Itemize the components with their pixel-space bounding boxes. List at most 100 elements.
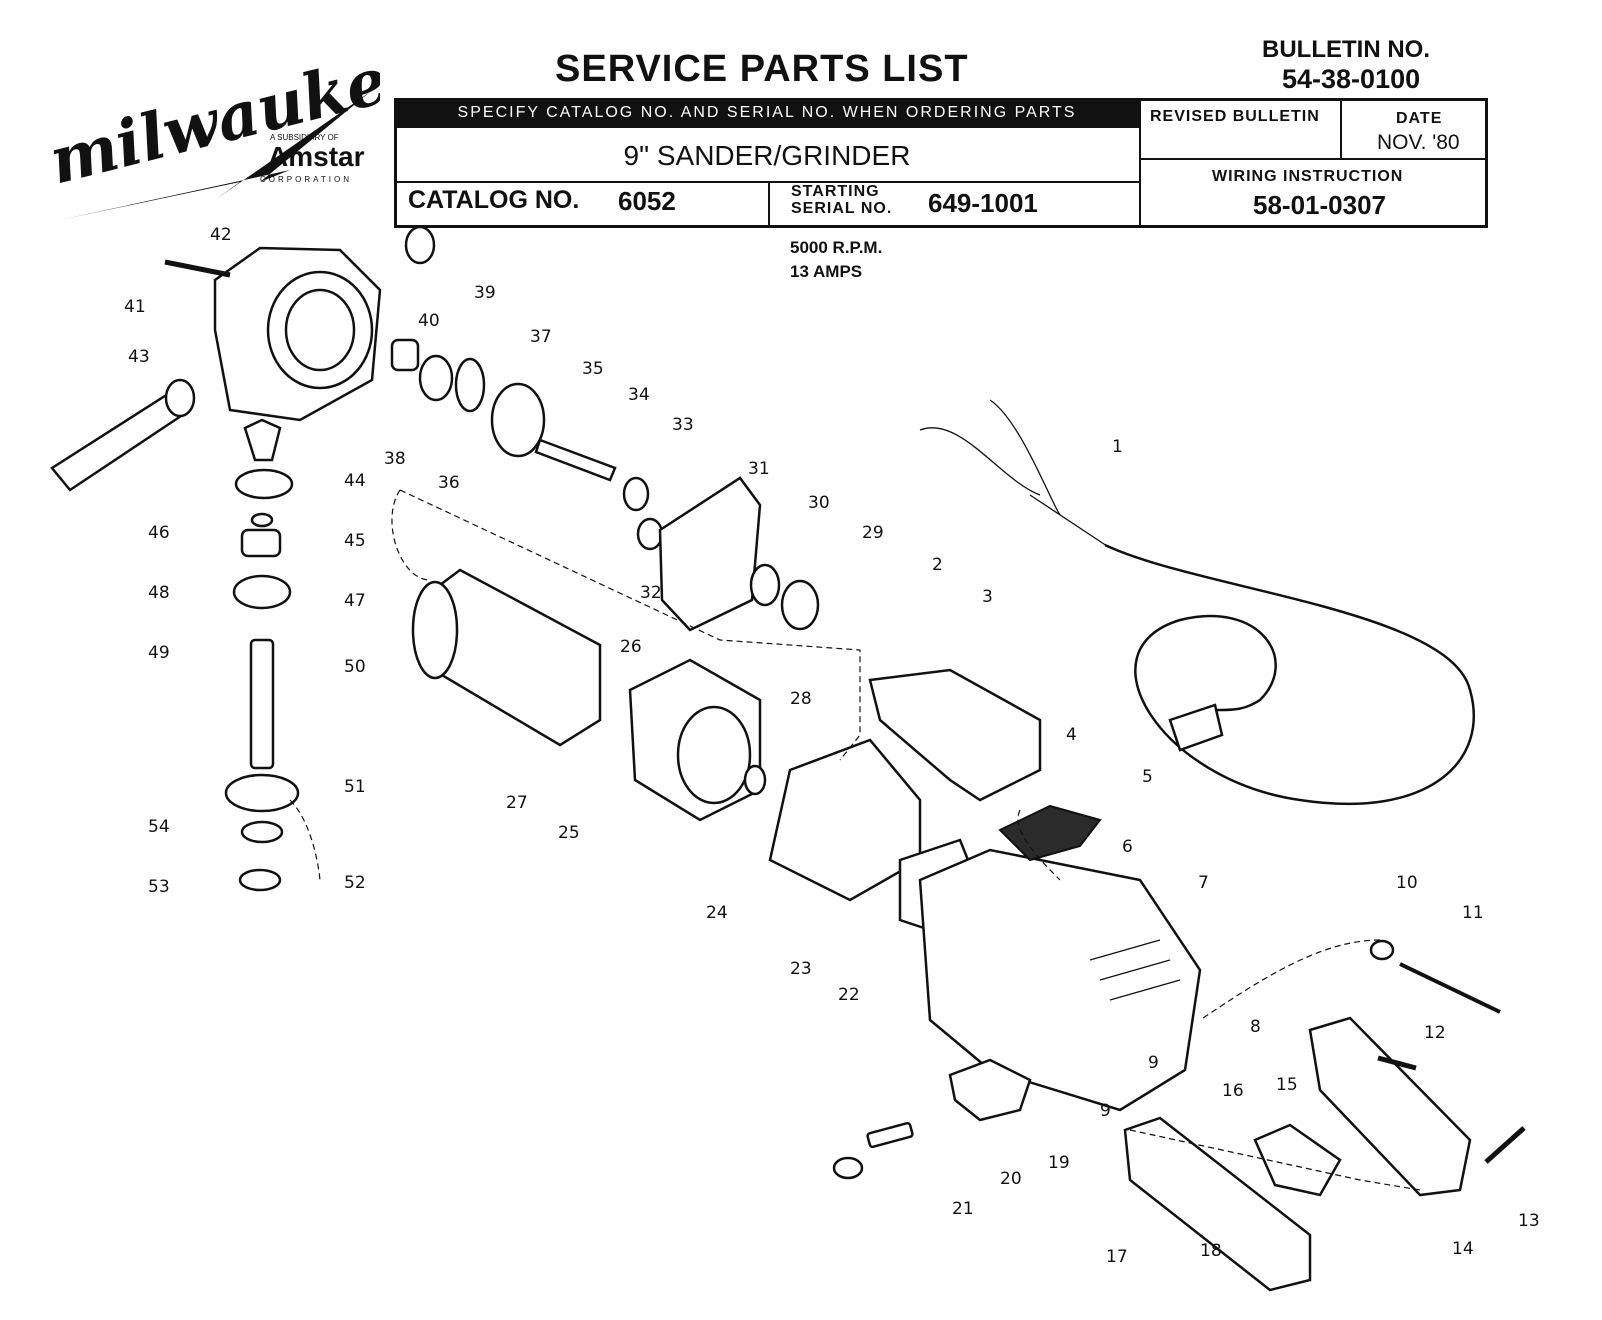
spec-rpm: 5000 R.P.M.	[790, 238, 883, 257]
brush-holder-part	[948, 1058, 1032, 1122]
callout-32: 32	[640, 583, 662, 603]
callout-28: 28	[790, 689, 812, 709]
callout-23: 23	[790, 959, 812, 979]
callout-46: 46	[148, 523, 170, 543]
washer-part	[780, 579, 820, 631]
callout-40: 40	[418, 311, 440, 331]
callout-35: 35	[582, 359, 604, 379]
bearing-part	[232, 574, 292, 610]
table-divider	[1340, 98, 1342, 158]
callout-14: 14	[1452, 1239, 1474, 1259]
screw-part	[1377, 1055, 1417, 1071]
brush-cap-part	[832, 1156, 864, 1180]
catalog-number: 6052	[618, 186, 676, 216]
callout-45: 45	[344, 531, 366, 551]
catalog-label: CATALOG NO.	[408, 186, 580, 214]
spacer-part	[240, 528, 282, 558]
callout-5: 5	[1142, 767, 1153, 787]
bearing-part	[622, 476, 650, 512]
starting-serial-number: 649-1001	[928, 188, 1038, 218]
date-label: DATE	[1396, 110, 1443, 127]
callout-27: 27	[506, 793, 528, 813]
leader-lines	[289, 489, 1421, 1191]
callout-20: 20	[1000, 1169, 1022, 1189]
spec-amps: 13 AMPS	[790, 262, 863, 281]
gear-part	[490, 382, 546, 458]
bearing-part	[636, 517, 664, 551]
callout-18: 18	[1200, 1241, 1222, 1261]
date-value: NOV. '80	[1377, 131, 1460, 154]
callout-33: 33	[672, 415, 694, 435]
bearing-part	[390, 338, 420, 372]
spindle-part	[249, 638, 275, 770]
pad-part	[240, 820, 284, 844]
shaft-part	[534, 438, 617, 482]
callout-11: 11	[1462, 903, 1484, 923]
callout-38: 38	[384, 449, 406, 469]
callout-26: 26	[620, 637, 642, 657]
page-title: SERVICE PARTS LIST	[555, 48, 969, 90]
callout-17: 17	[1106, 1247, 1128, 1267]
callout-13: 13	[1518, 1211, 1540, 1231]
fitting-part	[404, 225, 436, 265]
callout-44: 44	[344, 471, 366, 491]
handle-half-part	[1308, 1016, 1472, 1197]
flange-part	[224, 773, 300, 813]
callout-1: 1	[1112, 437, 1123, 457]
callout-labels: 1 2 3 4 5 6 7 8 9 9 10 11 12 13 14 15 16…	[124, 225, 1540, 1267]
main-housing-part	[918, 848, 1202, 1112]
logo-parent-sub-text: CORPORATION	[260, 175, 352, 184]
callout-8: 8	[1250, 1017, 1261, 1037]
callout-42: 42	[210, 225, 232, 245]
plug-part	[1168, 703, 1224, 752]
product-name: 9" SANDER/GRINDER	[623, 140, 911, 171]
callout-19: 19	[1048, 1153, 1070, 1173]
callout-49: 49	[148, 643, 170, 663]
callout-50: 50	[344, 657, 366, 677]
wiring-instruction-number: 58-01-0307	[1253, 190, 1386, 220]
cap-part	[868, 668, 1042, 802]
callout-6: 6	[1122, 837, 1133, 857]
callout-31: 31	[748, 459, 770, 479]
nameplate-part	[998, 804, 1102, 862]
motor-housing-part	[768, 738, 922, 902]
assembly-outline	[391, 489, 861, 761]
callout-24: 24	[706, 903, 728, 923]
pinion-gear-part	[418, 354, 454, 402]
leader-line	[1199, 939, 1381, 1021]
bearing-part	[234, 468, 294, 500]
logo-parent-text: Amstar	[268, 141, 365, 172]
leader-line	[1017, 809, 1061, 881]
callout-39: 39	[474, 283, 496, 303]
leader-line	[289, 799, 321, 881]
table-divider	[1139, 98, 1141, 228]
power-cord-part	[1104, 543, 1475, 806]
bevel-gear-part	[243, 418, 282, 462]
callout-4: 4	[1066, 725, 1077, 745]
nut-part	[1369, 939, 1395, 961]
callout-25: 25	[558, 823, 580, 843]
gear-case-inner	[284, 288, 356, 372]
field-bore	[676, 705, 752, 805]
callout-3: 3	[982, 587, 993, 607]
callout-43: 43	[128, 347, 150, 367]
revised-bulletin-label: REVISED BULLETIN	[1150, 108, 1320, 125]
callout-21: 21	[952, 1199, 974, 1219]
logo-subsidiary-text: A SUBSIDIARY OF	[270, 133, 339, 142]
callout-30: 30	[808, 493, 830, 513]
retaining-ring-part	[250, 512, 274, 528]
screw-part	[1399, 962, 1501, 1014]
callout-10: 10	[1396, 873, 1418, 893]
starting-serial-label: STARTING SERIAL NO.	[791, 183, 892, 217]
wiring-instruction-label: WIRING INSTRUCTION	[1212, 168, 1404, 185]
callout-53: 53	[148, 877, 170, 897]
end-plate-part	[658, 476, 762, 632]
handle-half-part	[1123, 1116, 1312, 1292]
table-divider	[1139, 158, 1488, 160]
milwaukee-logo: milwaukee A SUBSIDIARY OF Amstar CORPORA…	[42, 33, 380, 220]
callout-41: 41	[124, 297, 146, 317]
nut-part	[238, 868, 282, 892]
screw-part	[1484, 1126, 1526, 1164]
bulletin-number: 54-38-0100	[1282, 64, 1421, 94]
